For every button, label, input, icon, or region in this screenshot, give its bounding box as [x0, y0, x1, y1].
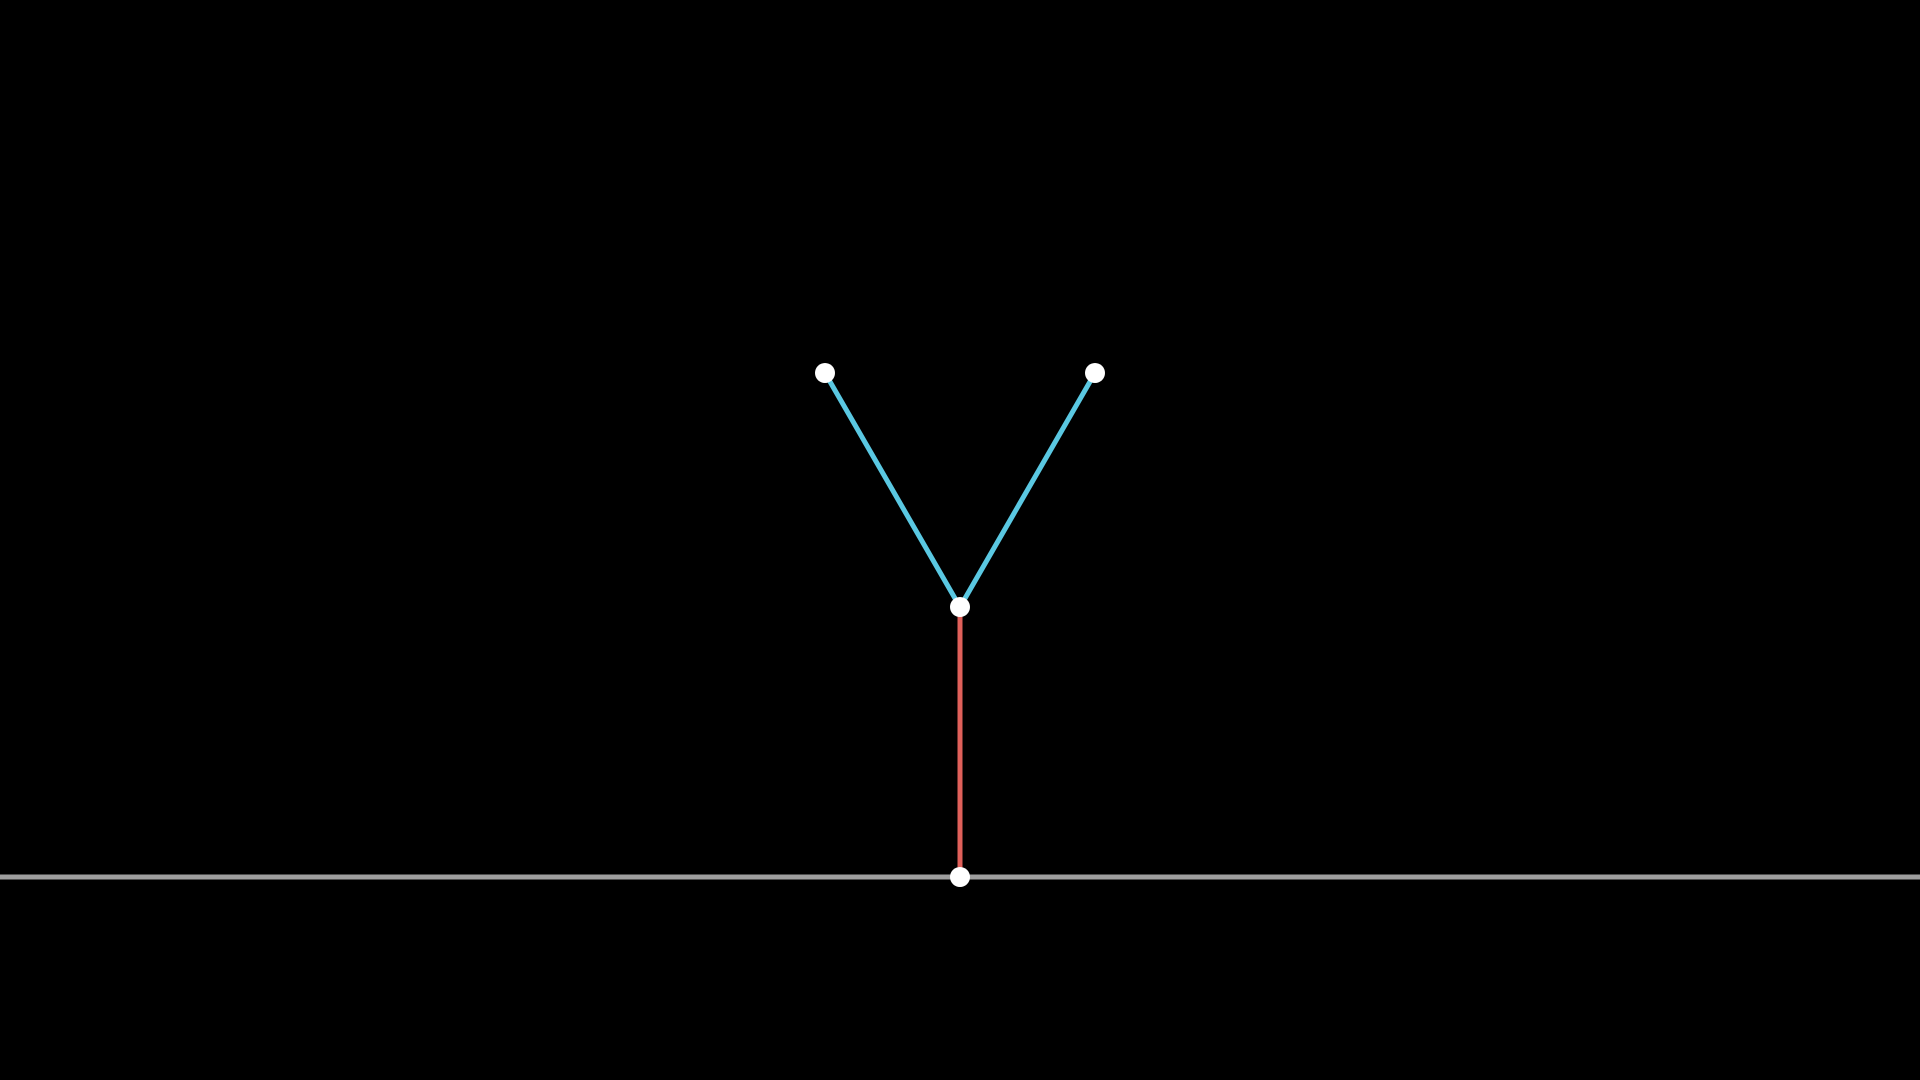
left-branch-segment	[822, 370, 963, 610]
right-tip-node[interactable]	[1085, 363, 1105, 383]
segments-layer	[822, 370, 1098, 880]
fork-node[interactable]	[950, 597, 970, 617]
root-node[interactable]	[950, 867, 970, 887]
nodes-layer	[815, 363, 1105, 887]
right-branch-segment	[957, 370, 1098, 610]
left-tip-node[interactable]	[815, 363, 835, 383]
